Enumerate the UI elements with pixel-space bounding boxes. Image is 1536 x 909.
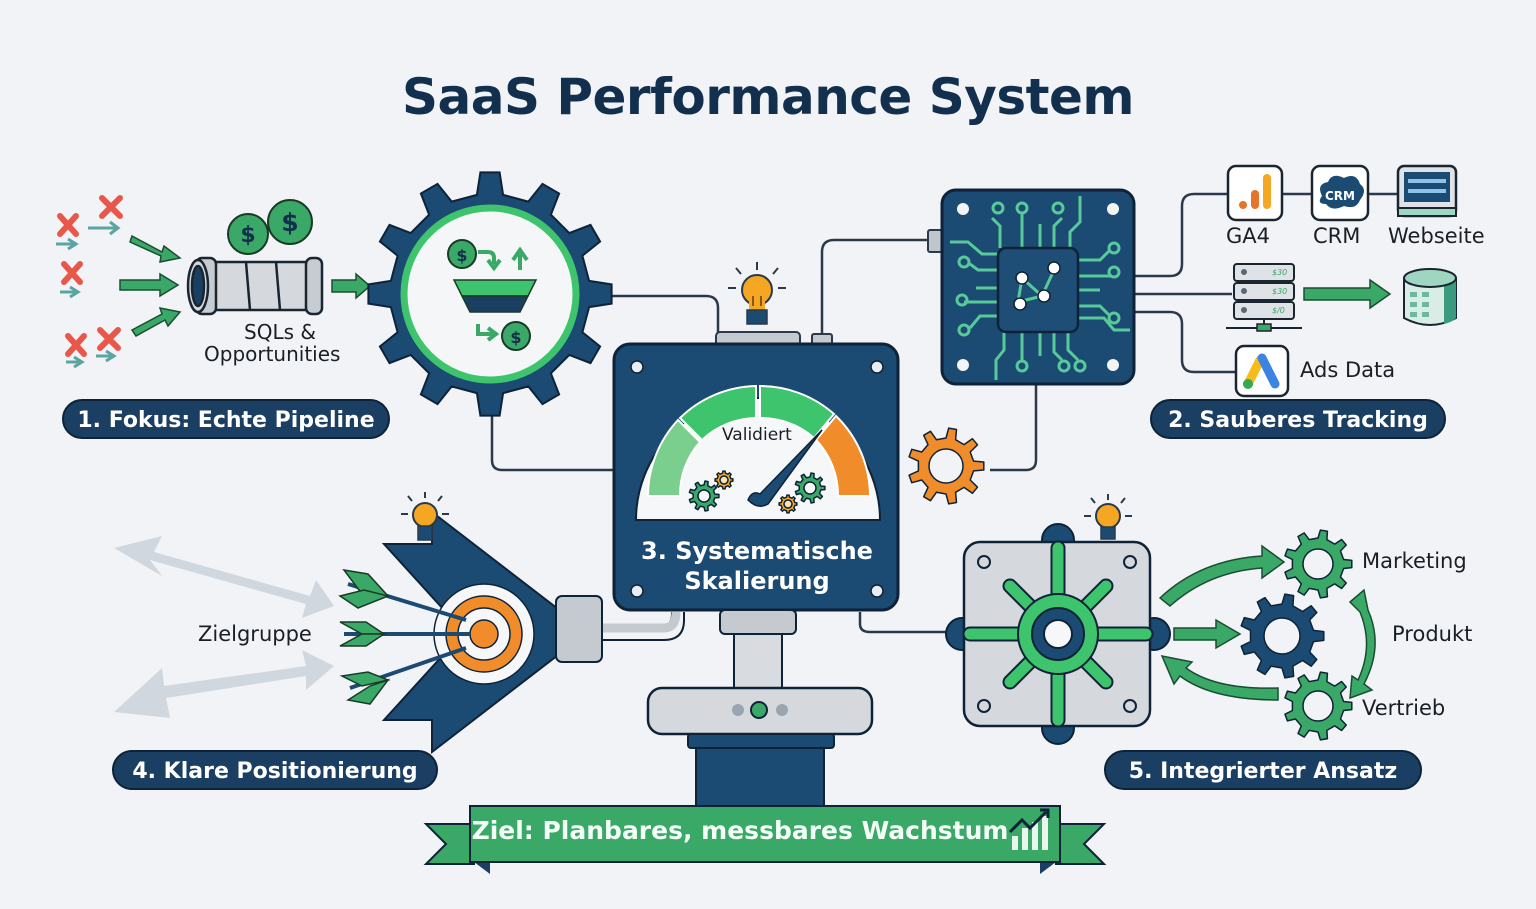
section-4-label: 4. Klare Positionierung — [112, 750, 438, 790]
source-website-label: Webseite — [1388, 224, 1485, 248]
server-row: $30 — [1272, 268, 1287, 277]
crm-icon-text: CRM — [1325, 189, 1355, 203]
lightbulb-icon — [1084, 494, 1132, 540]
team-sales-label: Vertrieb — [1362, 696, 1446, 720]
server-row: $30 — [1272, 287, 1287, 296]
section-3-label-line1: 3. Systematische — [641, 537, 873, 565]
crm-icon: CRM — [1310, 164, 1370, 222]
page-title: SaaS Performance System — [401, 68, 1135, 126]
connector-lines — [490, 192, 1398, 634]
server-icon: $30 $30 $/0 — [1226, 263, 1302, 332]
section-3-label: 3. Systematische Skalierung — [616, 536, 898, 596]
section-1-label: 1. Fokus: Echte Pipeline — [62, 399, 390, 439]
lightbulb-icon — [728, 262, 786, 325]
marketing-gear-icon — [1284, 529, 1353, 599]
chip-icon — [940, 188, 1136, 386]
sales-gear-icon — [1284, 671, 1353, 741]
rejected-lead-icon — [57, 195, 123, 357]
diffuse-arrow-icon — [114, 536, 334, 718]
section-5-label: 5. Integrierter Ansatz — [1104, 750, 1422, 790]
lightbulb-icon — [401, 492, 449, 541]
section-3-label-line2: Skalierung — [684, 567, 830, 595]
gauge-stand — [646, 609, 874, 809]
orange-gear-icon — [908, 427, 985, 505]
small-arrow-icon — [56, 220, 121, 369]
data-flow-arrow — [1303, 278, 1392, 310]
gauge-gear-icon — [688, 480, 720, 512]
gauge-needle — [747, 429, 823, 507]
gauge-gear-icon — [778, 494, 798, 514]
pipe-icon — [186, 256, 324, 316]
status-light-off — [776, 704, 788, 716]
green-arrow-icon — [119, 234, 182, 337]
money-icon: $ $ — [227, 199, 313, 255]
cycle-arrow-icon — [1158, 544, 1376, 701]
pipeline-caption-line2: Opportunities — [204, 342, 341, 366]
gauge-arcs — [646, 384, 872, 497]
growth-chart-icon — [1008, 808, 1050, 850]
funnel-gear-icon: $ $ — [367, 171, 613, 417]
google-ads-icon — [1234, 344, 1290, 398]
database-icon — [1403, 268, 1457, 326]
website-icon — [1396, 164, 1458, 218]
connector-stub — [927, 229, 943, 253]
svg-text:$: $ — [510, 328, 521, 347]
gear-icon — [688, 470, 826, 514]
gauge-gear-icon — [794, 472, 826, 504]
svg-text:$: $ — [281, 208, 298, 237]
section-4-illustration — [114, 492, 603, 755]
section-1-illustration: $ $ $ — [56, 171, 613, 417]
team-product-label: Produkt — [1392, 622, 1473, 646]
status-light-off — [732, 704, 744, 716]
team-marketing-label: Marketing — [1362, 549, 1467, 573]
gauge-gear-icon — [714, 470, 734, 490]
source-ga4-label: GA4 — [1226, 224, 1270, 248]
source-ads-label: Ads Data — [1300, 358, 1396, 382]
orange-gear-icon — [908, 427, 985, 505]
pipe-output-arrow — [331, 272, 372, 300]
product-gear-icon — [1240, 593, 1325, 679]
integration-hub-icon — [945, 523, 1171, 745]
section-3-illustration — [600, 262, 900, 809]
section-5-illustration — [945, 494, 1376, 745]
connector-block — [555, 595, 603, 663]
goal-banner-text: Ziel: Planbares, messbares Wachstum — [471, 816, 1009, 845]
status-light-on — [750, 701, 768, 719]
section-2-label: 2. Sauberes Tracking — [1150, 399, 1446, 439]
gauge-status-label: Validiert — [722, 425, 792, 445]
svg-text:$: $ — [240, 223, 255, 248]
ga4-icon — [1226, 164, 1284, 222]
svg-text:$: $ — [456, 246, 467, 265]
section-2-illustration: CRM $30 $30 $/0 — [927, 164, 1458, 398]
dart-arrow-icon — [338, 568, 470, 705]
pipeline-caption-line1: SQLs & — [244, 320, 316, 344]
target-audience-label: Zielgruppe — [198, 622, 312, 646]
server-row: $/0 — [1272, 306, 1285, 315]
goal-banner — [423, 805, 1107, 874]
source-crm-label: CRM — [1313, 224, 1361, 248]
